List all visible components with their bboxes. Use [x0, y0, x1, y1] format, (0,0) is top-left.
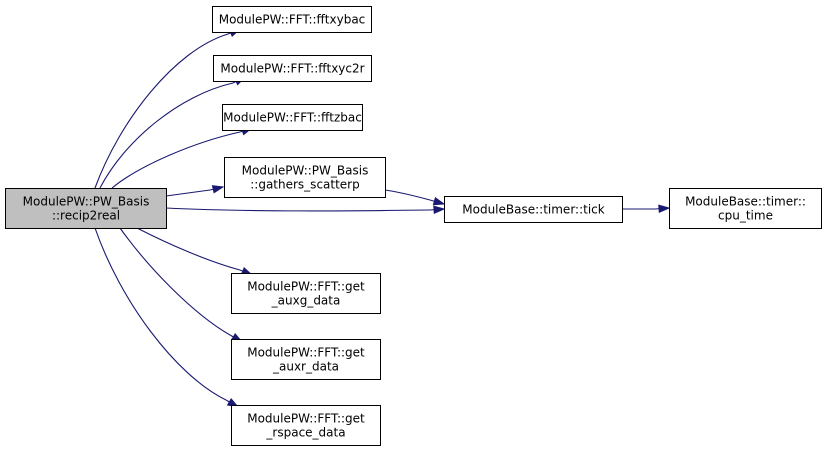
node-label: ModulePW::PW_Basis — [242, 164, 369, 178]
node-box — [224, 157, 386, 198]
node-box — [213, 55, 372, 82]
edge-line — [94, 33, 229, 189]
node-box — [222, 104, 363, 131]
edge-recip2real-to-get_auxg_data — [136, 227, 254, 276]
edge-line — [165, 189, 211, 197]
node-label: _auxr_data — [272, 360, 339, 374]
node-box — [231, 339, 381, 380]
arrowhead — [211, 185, 225, 194]
node-box — [231, 273, 381, 314]
node-label: ModulePW::FFT::get — [247, 412, 365, 426]
node-fftxybac[interactable]: ModulePW::FFT::fftxybac — [212, 6, 372, 33]
node-fftzbac[interactable]: ModulePW::FFT::fftzbac — [222, 104, 363, 131]
node-box — [212, 6, 372, 33]
edge-line — [165, 207, 431, 212]
edge-line — [136, 227, 241, 271]
node-box — [231, 405, 381, 446]
edge-line — [384, 189, 431, 201]
node-tick[interactable]: ModuleBase::timer::tick — [444, 196, 623, 223]
arrowhead — [433, 205, 446, 215]
node-cpu-time[interactable]: ModuleBase::timer::cpu_time — [669, 188, 822, 229]
arrowhead — [658, 204, 671, 214]
edge-recip2real-to-get_rspace_data — [94, 227, 240, 408]
node-label: ModulePW::FFT::get — [247, 346, 365, 360]
edge-gathers_scatterp-to-tick — [384, 189, 446, 206]
node-label: ModulePW::FFT::fftzbac — [223, 111, 362, 125]
edge-line — [111, 131, 241, 189]
edge-line — [99, 82, 234, 189]
node-label: ModulePW::PW_Basis — [23, 195, 150, 209]
nodes-layer: ModulePW::PW_Basis::recip2realModulePW::… — [5, 6, 822, 446]
edge-recip2real-to-tick — [165, 205, 446, 215]
node-label: ::recip2real — [52, 209, 120, 223]
node-recip2real[interactable]: ModulePW::PW_Basis::recip2real — [5, 188, 167, 229]
node-label: ModulePW::FFT::get — [247, 280, 365, 294]
edge-line — [94, 227, 227, 401]
node-fftxyc2r[interactable]: ModulePW::FFT::fftxyc2r — [213, 55, 372, 82]
edge-recip2real-to-fftxybac — [94, 28, 242, 189]
node-box — [5, 188, 167, 229]
node-label: ModulePW::FFT::fftxybac — [219, 13, 366, 27]
node-label: ::gathers_scatterp — [250, 178, 359, 192]
node-label: cpu_time — [718, 209, 773, 223]
arrowhead — [432, 196, 446, 206]
edge-tick-to-cpu_time — [622, 204, 671, 214]
node-box — [444, 196, 623, 223]
node-get-rspace-data[interactable]: ModulePW::FFT::get_rspace_data — [231, 405, 381, 446]
edge-line — [119, 227, 231, 336]
node-label: ModuleBase::timer:: — [685, 195, 806, 209]
node-label: _auxg_data — [271, 294, 341, 308]
node-box — [669, 188, 822, 229]
edge-recip2real-to-gathers_scatterp — [165, 185, 225, 197]
node-label: _rspace_data — [265, 426, 345, 440]
node-label: ModuleBase::timer::tick — [462, 203, 604, 217]
edge-recip2real-to-get_auxr_data — [119, 227, 244, 343]
node-get-auxg-data[interactable]: ModulePW::FFT::get_auxg_data — [231, 273, 381, 314]
node-label: ModulePW::FFT::fftxyc2r — [220, 62, 364, 76]
node-get-auxr-data[interactable]: ModulePW::FFT::get_auxr_data — [231, 339, 381, 380]
node-gathers-scatterp[interactable]: ModulePW::PW_Basis::gathers_scatterp — [224, 157, 386, 198]
